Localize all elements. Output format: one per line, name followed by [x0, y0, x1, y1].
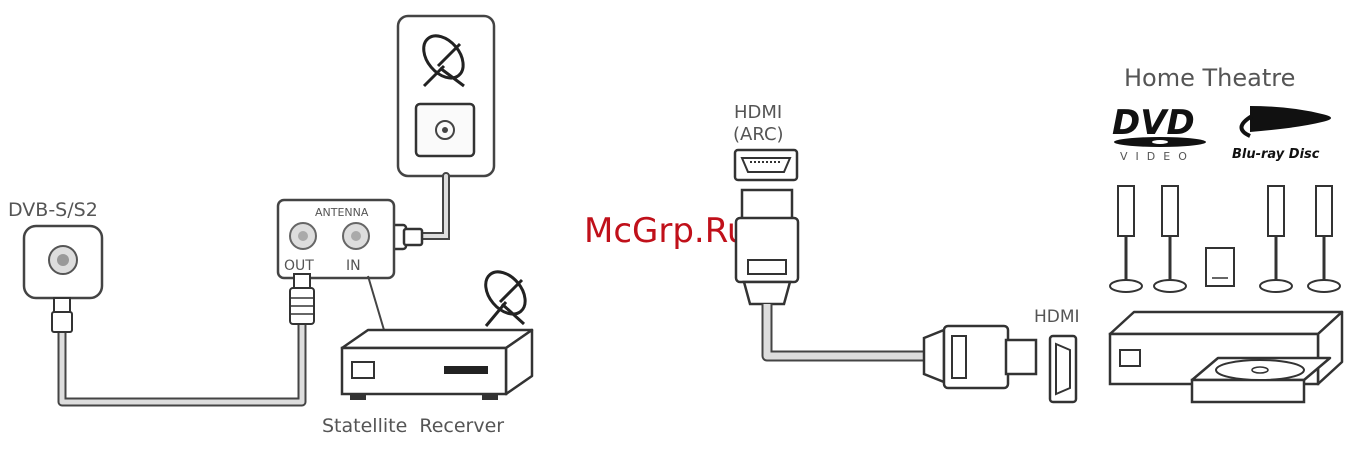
watermark: McGrp.Ru — [584, 211, 748, 251]
dvb-port — [24, 226, 102, 298]
speaker-front-left — [1110, 186, 1142, 292]
hdmi-plug-vertical — [736, 190, 798, 304]
out-plug — [290, 274, 314, 324]
hdmi-connection-diagram: HDMI (ARC) HDMI — [733, 64, 1342, 402]
wall-plate — [398, 16, 494, 176]
dvd-logo-text: DVD — [1112, 103, 1195, 143]
speaker-set — [1110, 186, 1340, 292]
satellite-dish-icon — [478, 264, 533, 326]
speaker-rear-left — [1260, 186, 1292, 292]
tv-arc-label: (ARC) — [733, 124, 784, 145]
ht-hdmi-label: HDMI — [1034, 307, 1080, 327]
speaker-rear-right — [1308, 186, 1340, 292]
wall-socket-icon — [416, 104, 474, 156]
receiver-label: Statellite Recerver — [322, 415, 504, 437]
home-theatre-player — [1110, 312, 1342, 402]
dvb-label: DVB-S/S2 — [8, 199, 98, 221]
in-port-label: IN — [346, 258, 361, 274]
bluray-logo-text: Blu-ray Disc — [1232, 147, 1320, 162]
dvd-sub-text: VIDEO — [1120, 150, 1195, 163]
tv-hdmi-label: HDMI — [734, 102, 782, 123]
speaker-center — [1206, 248, 1234, 286]
hdmi-plug-horizontal — [924, 326, 1036, 388]
tv-hdmi-port — [735, 150, 797, 180]
speaker-front-right — [1154, 186, 1186, 292]
out-port-label: OUT — [284, 258, 314, 274]
antenna-panel: ANTENNA OUT IN — [278, 200, 394, 278]
satellite-receiver — [342, 330, 532, 400]
satellite-connection-diagram: ANTENNA OUT IN DVB-S/S2 — [8, 16, 533, 437]
ht-hdmi-port — [1050, 336, 1076, 402]
home-theatre-label: Home Theatre — [1124, 64, 1295, 92]
dvd-video-logo: DVD VIDEO — [1112, 103, 1206, 163]
bluray-disc-logo: Blu-ray Disc — [1232, 106, 1331, 162]
antenna-label: ANTENNA — [315, 206, 369, 219]
dvb-plug — [52, 298, 72, 332]
